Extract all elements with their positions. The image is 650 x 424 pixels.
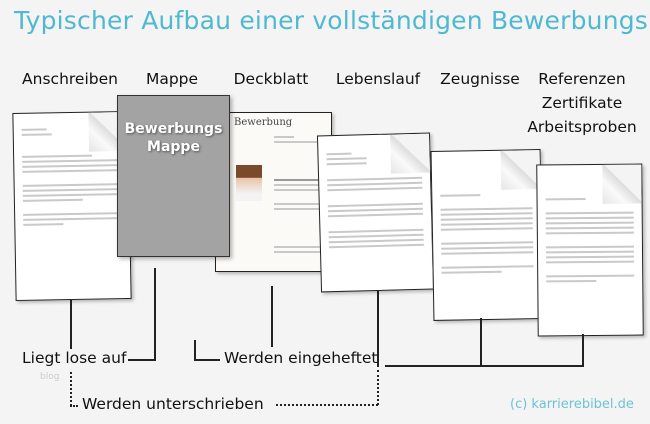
anschreiben-document: [12, 111, 132, 301]
connector: [582, 334, 584, 367]
connector: [480, 318, 482, 367]
connector: [377, 290, 379, 367]
page-curl-icon: [500, 149, 542, 190]
label-werden-eingeheftet: Werden eingeheftet: [224, 349, 378, 367]
applicant-photo: [236, 165, 262, 201]
mappe-title-line1: Bewerbungs: [124, 121, 223, 137]
mappe-title-line2: Mappe: [147, 139, 200, 155]
label-werden-unterschrieben: Werden unterschrieben: [82, 395, 264, 413]
label-arbeitsproben: Arbeitsproben: [527, 118, 637, 136]
connector: [128, 359, 156, 361]
page-title: Typischer Aufbau einer vollständigen Bew…: [14, 6, 650, 35]
watermark: blog: [40, 372, 60, 382]
label-referenzen: Referenzen: [538, 70, 626, 88]
deckblatt-document: Bewerbung: [215, 112, 332, 272]
lebenslauf-document: [316, 132, 435, 293]
connector: [194, 340, 196, 361]
connector: [194, 359, 220, 361]
connector: [271, 286, 273, 347]
referenzen-document: [536, 163, 644, 337]
connector: [70, 300, 72, 355]
connector: [154, 268, 156, 361]
label-deckblatt: Deckblatt: [233, 70, 309, 88]
label-mappe: Mappe: [145, 70, 199, 88]
connector: [385, 365, 584, 367]
page-curl-icon: [602, 163, 643, 204]
page-curl-icon: [389, 132, 431, 174]
zeugnisse-document: [430, 149, 544, 321]
label-zeugnisse: Zeugnisse: [440, 70, 520, 88]
dotted-connector: [377, 370, 379, 405]
label-lebenslauf: Lebenslauf: [335, 70, 421, 88]
copyright: (c) karrierebibel.de: [510, 397, 634, 412]
label-liegt-lose-auf: Liegt lose auf: [22, 349, 127, 367]
bewerbungsmappe-cover: Bewerbungs Mappe: [117, 95, 230, 257]
deckblatt-heading: Bewerbung: [234, 117, 293, 128]
dotted-connector: [70, 405, 78, 407]
label-zertifikate: Zertifikate: [541, 94, 623, 112]
label-anschreiben: Anschreiben: [22, 70, 118, 88]
dotted-connector: [70, 372, 72, 406]
dotted-connector: [276, 404, 378, 406]
